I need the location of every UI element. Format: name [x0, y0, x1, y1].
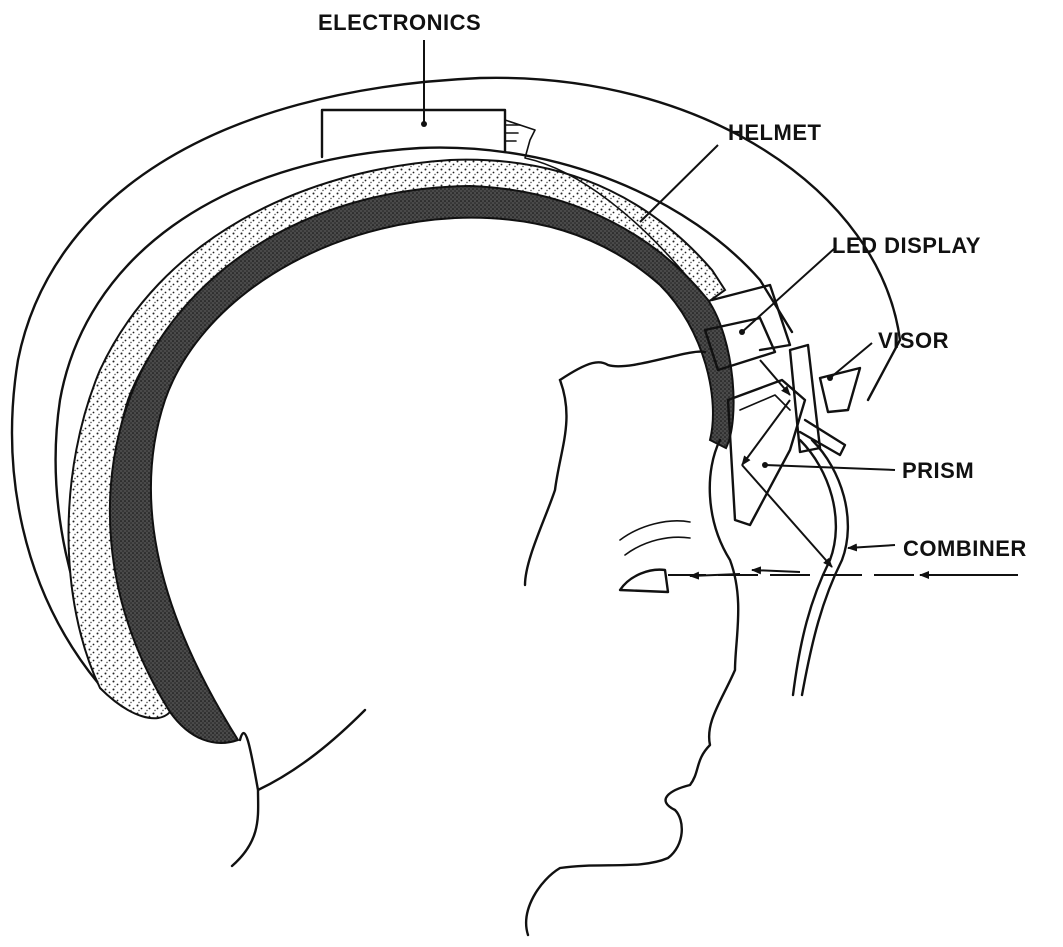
label-prism: PRISM	[902, 458, 974, 483]
combiner	[793, 440, 848, 695]
head-neck-curve	[525, 380, 566, 585]
leader-combiner	[848, 545, 895, 548]
label-electronics: ELECTRONICS	[318, 10, 481, 35]
head-hair-line	[560, 352, 705, 380]
eye-brow	[620, 521, 690, 555]
prism-inner	[740, 395, 790, 410]
leader-prism-dot	[762, 462, 768, 468]
visor	[820, 368, 860, 412]
leader-visor-dot	[827, 375, 833, 381]
head-profile	[232, 440, 738, 935]
label-helmet: HELMET	[728, 120, 822, 145]
leader-electronics-dot	[421, 121, 427, 127]
ray-led-to-prism	[760, 360, 790, 395]
ray-prism-down	[742, 400, 790, 465]
sight-arrow-2	[752, 570, 800, 572]
leader-prism	[765, 465, 895, 470]
eye	[620, 570, 668, 592]
leader-visor	[830, 343, 872, 378]
prism	[728, 380, 805, 525]
leader-led-display-dot	[739, 329, 745, 335]
label-visor: VISOR	[878, 328, 949, 353]
leader-helmet	[640, 145, 718, 222]
label-led-display: LED DISPLAY	[832, 233, 981, 258]
leader-led-display	[742, 248, 835, 332]
label-combiner: COMBINER	[903, 536, 1027, 561]
